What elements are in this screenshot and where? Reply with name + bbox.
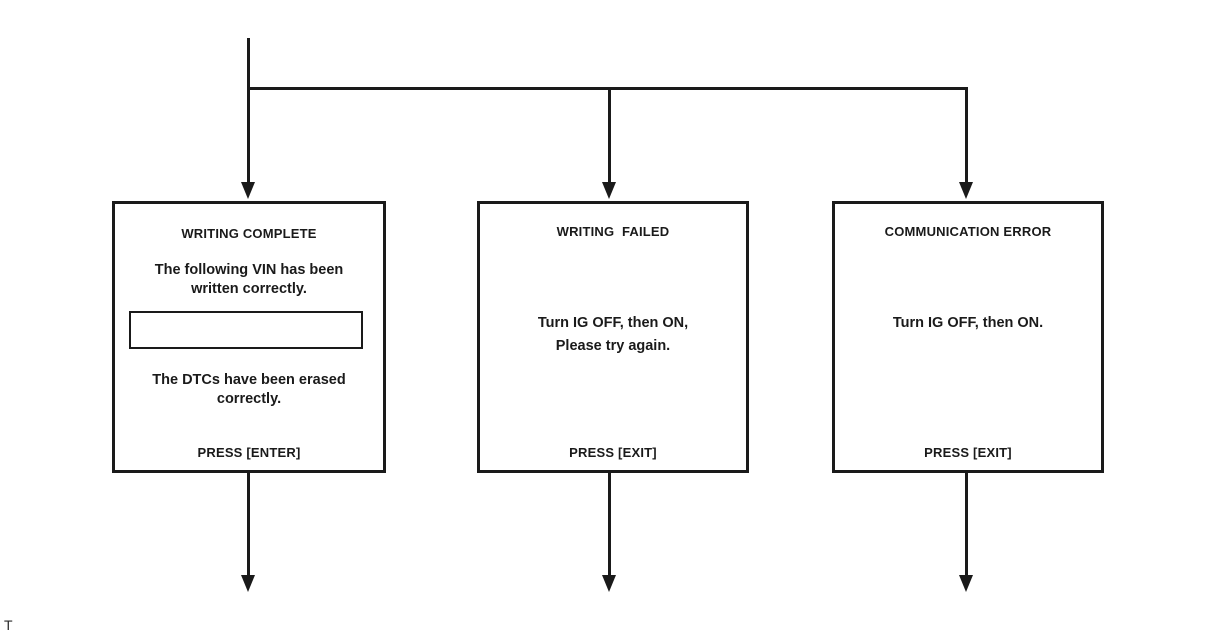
screen-box-communication-error: COMMUNICATION ERROR Turn IG OFF, then ON… [832,201,1104,473]
screen-box-writing-complete: WRITING COMPLETE The following VIN has b… [112,201,386,473]
connector-incoming-stem [247,38,250,182]
screen-box-writing-failed: WRITING FAILED Turn IG OFF, then ON, Ple… [477,201,749,473]
box-title-writing-failed: WRITING FAILED [556,224,670,239]
box-body-writing-complete-line1: The following VIN has been [154,262,344,278]
arrowhead-into-box-2 [602,182,616,199]
box-body-writing-complete-line2: written correctly. [191,281,307,297]
box-body-writing-failed-line1: Turn IG OFF, then ON, [537,315,689,331]
box-body-communication-error-line1: Turn IG OFF, then ON. [892,315,1044,331]
vin-value-field[interactable] [129,311,363,349]
connector-outgoing-box-1 [247,473,250,575]
box-footer-press-exit-failed[interactable]: PRESS [EXIT] [569,445,657,460]
connector-outgoing-box-2 [608,473,611,575]
arrowhead-out-box-1 [241,575,255,592]
box-body-dtc-line1: The DTCs have been erased [152,372,346,388]
connector-branch-middle [608,87,611,182]
box-body-writing-failed-line2: Please try again. [555,338,671,354]
arrowhead-into-box-1 [241,182,255,199]
box-footer-press-enter[interactable]: PRESS [ENTER] [197,445,301,460]
connector-branch-right [965,87,968,182]
arrowhead-into-box-3 [959,182,973,199]
connector-horizontal-bar [247,87,968,90]
stray-caption-glyph: T [4,617,13,633]
box-title-communication-error: COMMUNICATION ERROR [884,224,1052,239]
connector-outgoing-box-3 [965,473,968,575]
arrowhead-out-box-2 [602,575,616,592]
box-title-writing-complete: WRITING COMPLETE [181,226,317,241]
box-body-dtc-line2: correctly. [216,391,282,407]
box-footer-press-exit-comm[interactable]: PRESS [EXIT] [924,445,1012,460]
arrowhead-out-box-3 [959,575,973,592]
